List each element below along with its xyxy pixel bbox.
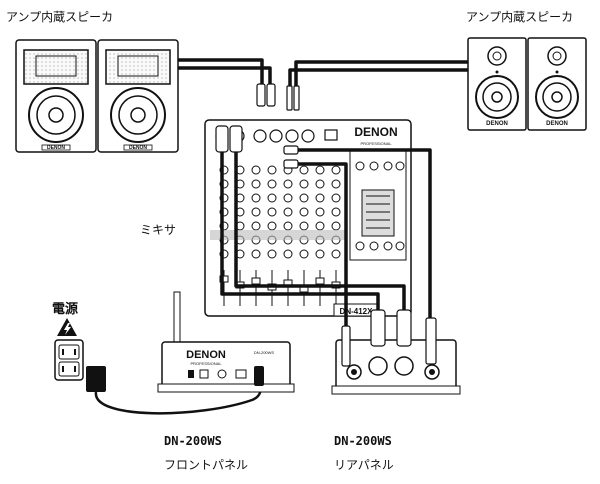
speaker-right-2-brand: DENON	[546, 121, 568, 127]
mixer	[204, 119, 412, 317]
speaker-left-label: アンプ内蔵スピーカ	[6, 10, 114, 24]
speaker-cables	[178, 58, 468, 86]
front-model-label: DN-200WS	[164, 434, 222, 448]
rear-model-label: DN-200WS	[334, 434, 392, 448]
rear-panel-label: リアパネル	[334, 458, 394, 472]
speaker-plugs	[256, 83, 300, 111]
power-adapter	[86, 366, 106, 392]
speaker-left-1	[15, 39, 97, 153]
speaker-left-2-brand: DENON	[129, 145, 147, 151]
mixer-xlr-plugs	[215, 125, 299, 169]
mixer-brand: DENON	[354, 125, 397, 139]
speaker-left-2	[97, 39, 179, 153]
mixer-cables	[220, 148, 432, 328]
speaker-right-1-brand: DENON	[486, 121, 508, 127]
mixer-brand-sub: PROFESSIONAL	[360, 141, 392, 146]
power-warning-icon	[57, 318, 77, 336]
front-panel-label: フロントパネル	[164, 458, 249, 472]
mixer-model: DN-412X	[340, 307, 374, 316]
rear-panel	[331, 339, 461, 395]
front-model-text: DN-200WS	[254, 350, 275, 355]
rear-plugs	[341, 309, 437, 367]
speaker-right-1	[467, 37, 527, 131]
speaker-right-label: アンプ内蔵スピーカ	[466, 10, 574, 24]
power-outlet	[54, 339, 84, 381]
front-brand: DENON	[186, 349, 226, 361]
power-label: 電源	[52, 302, 79, 317]
front-panel	[157, 291, 295, 393]
speaker-left-1-brand: DENON	[47, 145, 65, 151]
front-brand-sub: PROFESSIONAL	[190, 361, 222, 366]
speaker-right-2	[527, 37, 587, 131]
mixer-label: ミキサ	[140, 223, 177, 237]
